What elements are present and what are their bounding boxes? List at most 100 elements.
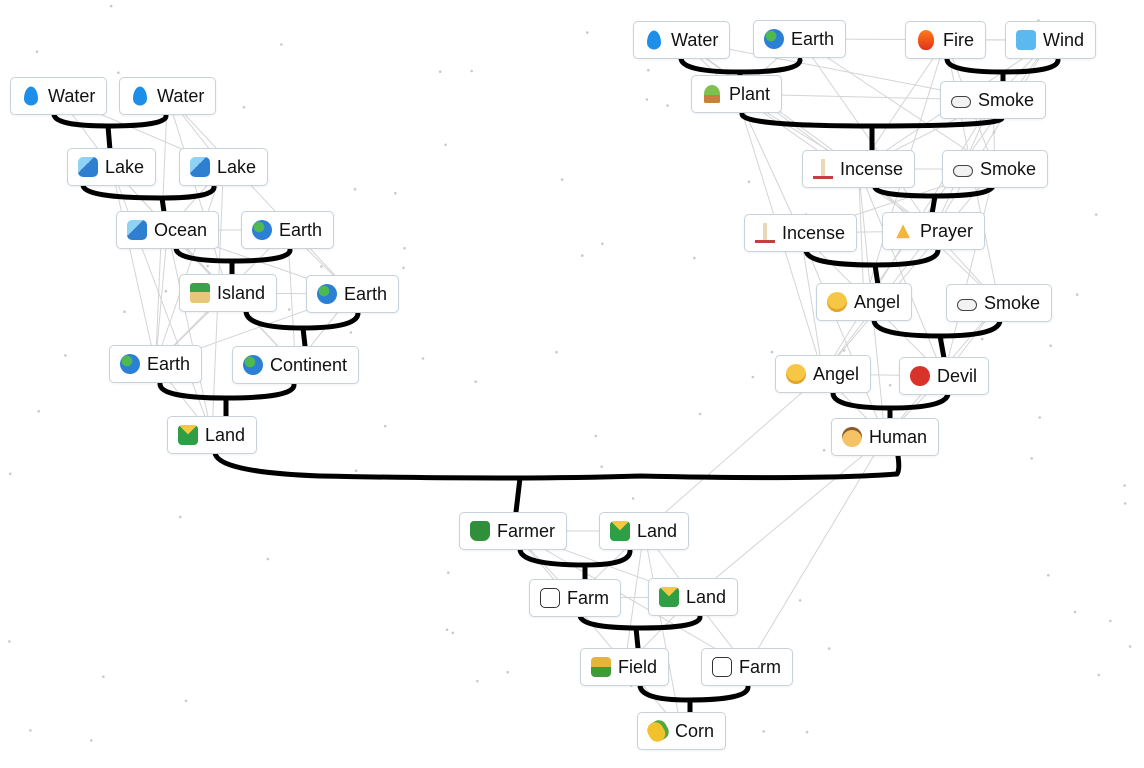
tile-earth[interactable]: Earth [306,275,400,313]
tile-label: Smoke [980,158,1037,179]
tile-farm[interactable]: Farm [701,648,793,686]
tile-angel[interactable]: Angel [775,355,872,393]
tile-earth[interactable]: Earth [241,211,335,249]
tile-field[interactable]: Field [580,648,670,686]
tile-label: Angel [854,291,901,312]
background-dot [888,383,892,387]
background-dot [1073,610,1077,614]
background-dot [206,264,209,268]
background-dot [353,187,357,191]
background-dot [349,331,353,334]
background-dot [1123,484,1126,487]
candle-icon [813,159,833,179]
background-dot [320,265,323,268]
tile-label: Incense [840,158,904,179]
background-dot [403,247,406,250]
faint-link [155,229,168,365]
background-dot [1094,213,1098,216]
faint-link [624,530,645,668]
tile-incense[interactable]: Incense [744,214,858,252]
background-dot [102,675,105,678]
background-dot [693,256,696,260]
tile-ocean[interactable]: Ocean [116,211,220,249]
background-dot [445,628,449,631]
tile-label: Smoke [984,292,1041,313]
background-dot [601,242,604,245]
tile-smoke[interactable]: Smoke [940,81,1047,119]
smoke-puff-icon [953,165,973,177]
earth-globe-icon [317,284,337,304]
tile-label: Island [217,282,266,303]
tile-land[interactable]: Land [599,512,690,550]
tile-farm[interactable]: Farm [529,579,621,617]
tile-earth[interactable]: Earth [753,20,847,58]
tile-continent[interactable]: Continent [232,346,360,384]
tile-land[interactable]: Land [648,578,739,616]
tile-prayer[interactable]: ▲Prayer [882,212,986,250]
tile-human[interactable]: Human [831,418,940,456]
candle-icon [755,223,775,243]
background-dot [1030,457,1033,460]
background-dot [394,191,397,195]
tile-label: Water [157,85,205,106]
faint-link [943,168,996,377]
tile-smoke[interactable]: Smoke [946,284,1053,322]
background-dot [476,679,479,683]
tile-label: Earth [791,28,835,49]
tile-wind[interactable]: Wind [1005,21,1097,59]
tile-label: Water [48,85,96,106]
tile-label: Land [637,520,678,541]
tile-smoke[interactable]: Smoke [942,150,1049,188]
faint-link [736,93,801,234]
background-dot [992,130,996,134]
background-dot [581,254,584,257]
palm-island-icon [190,283,210,303]
background-dot [438,70,442,73]
tile-lake[interactable]: Lake [179,148,269,186]
tile-angel[interactable]: Angel [816,283,913,321]
water-drop-icon [24,86,38,106]
tile-plant[interactable]: Plant [691,75,783,113]
background-dot [451,631,455,635]
tile-earth[interactable]: Earth [109,345,203,383]
mountain-icon [659,587,679,607]
tile-fire[interactable]: Fire [905,21,986,59]
tile-label: Prayer [920,220,974,241]
corn-icon [644,717,672,745]
tile-label: Plant [729,83,771,104]
wave-icon [127,220,147,240]
tile-land[interactable]: Land [167,416,258,454]
tile-water[interactable]: Water [119,77,217,115]
background-dot [117,71,120,74]
wind-icon [1016,30,1036,50]
background-dot [178,515,182,519]
tile-incense[interactable]: Incense [802,150,916,188]
tile-label: Ocean [154,219,208,240]
angel-face-icon [786,364,806,384]
background-dot [447,571,450,574]
background-dot [762,730,765,733]
tile-label: Fire [943,29,974,50]
tile-island[interactable]: Island [179,274,278,312]
tile-water[interactable]: Water [633,21,731,59]
background-dot [164,289,168,293]
tile-label: Earth [147,353,191,374]
background-dot [645,98,649,101]
background-dot [747,180,751,184]
tile-farmer[interactable]: Farmer [459,512,567,550]
earth-globe-icon [764,29,784,49]
tile-corn[interactable]: Corn [637,712,727,750]
background-dot [631,497,635,500]
angel-face-icon [827,292,847,312]
tile-devil[interactable]: Devil [899,357,990,395]
background-dot [647,68,650,72]
smoke-puff-icon [957,299,977,311]
background-dot [421,357,425,360]
background-dot [1123,502,1127,505]
tile-water[interactable]: Water [10,77,108,115]
background-dot [444,143,447,147]
tile-lake[interactable]: Lake [67,148,157,186]
background-dot [8,472,12,476]
faint-link [643,373,824,532]
